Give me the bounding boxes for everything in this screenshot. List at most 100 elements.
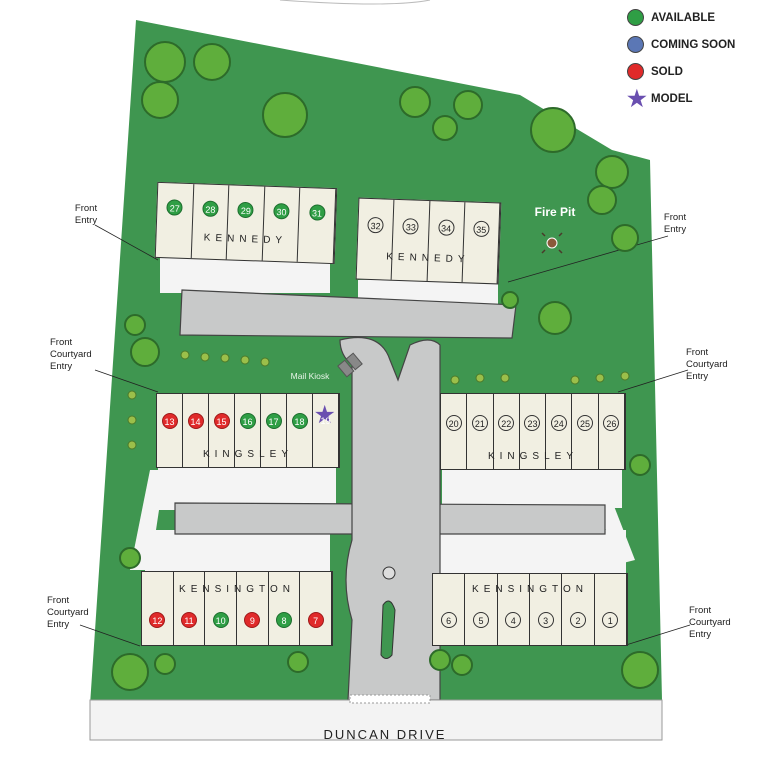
unit-lot[interactable]: 27	[155, 182, 194, 259]
unit-lot[interactable]: 18	[287, 394, 313, 467]
unit-none-marker[interactable]: 25	[577, 415, 594, 431]
unit-number: 1	[607, 616, 613, 626]
unit-none-marker[interactable]: 1	[602, 612, 619, 628]
unit-lot[interactable]: 10	[205, 572, 238, 645]
unit-number: 11	[184, 616, 194, 626]
tree-icon	[587, 185, 617, 215]
unit-lot[interactable]: 29	[226, 185, 266, 261]
unit-lot[interactable]: 20	[441, 394, 468, 469]
unit-none-marker[interactable]: 22	[498, 415, 515, 431]
shrub-icon	[475, 373, 485, 383]
model-star-icon: ★	[627, 86, 647, 111]
shrub-icon	[220, 353, 230, 363]
shrub-icon	[260, 357, 270, 367]
unit-lot[interactable]: 21	[467, 394, 494, 469]
unit-lot[interactable]: 4	[498, 574, 530, 645]
unit-none-marker[interactable]: 6	[440, 612, 457, 628]
unit-available-marker[interactable]: 8	[276, 612, 293, 628]
unit-available-marker[interactable]: 18	[291, 413, 308, 429]
unit-sold-marker[interactable]: 15	[213, 413, 230, 429]
legend-label: COMING SOON	[651, 38, 736, 51]
unit-sold-marker[interactable]: 12	[149, 612, 166, 628]
tree-icon	[451, 654, 473, 676]
unit-none-marker[interactable]: 21	[471, 415, 488, 431]
street-name-label[interactable]: DUNCAN DRIVE	[323, 727, 447, 742]
fire-pit-icon	[541, 232, 563, 254]
unit-available-marker[interactable]: 10	[212, 612, 229, 628]
unit-lot[interactable]: 9	[237, 572, 269, 645]
unit-sold-marker[interactable]: 13	[161, 413, 178, 429]
unit-sold-marker[interactable]: 11	[181, 612, 197, 628]
shrub-icon	[127, 440, 137, 450]
unit-available-marker[interactable]: 30	[273, 202, 290, 220]
unit-lot[interactable]: 34	[427, 201, 466, 283]
unit-none-marker[interactable]: 23	[524, 415, 541, 431]
unit-number: 32	[370, 220, 381, 232]
unit-none-marker[interactable]: 3	[537, 612, 554, 628]
unit-lot[interactable]: 33	[391, 199, 430, 281]
tree-icon	[453, 90, 483, 120]
unit-lot[interactable]: 22	[494, 394, 520, 469]
unit-available-marker[interactable]: 17	[265, 413, 282, 429]
unit-available-marker[interactable]: 27	[166, 199, 184, 216]
unit-lot[interactable]: 24	[546, 394, 573, 469]
tree-icon	[611, 224, 639, 252]
unit-number: 14	[190, 417, 201, 427]
unit-none-marker[interactable]: 35	[473, 220, 490, 238]
unit-lot[interactable]: 14	[183, 394, 209, 467]
unit-available-marker[interactable]: 16	[239, 413, 256, 429]
unit-none-marker[interactable]: 26	[603, 415, 620, 431]
callout-lines	[79, 224, 691, 647]
unit-number: 21	[474, 419, 485, 429]
unit-lot[interactable]: 32	[356, 198, 395, 280]
unit-none-marker[interactable]: 32	[367, 216, 384, 234]
unit-available-marker[interactable]: 28	[202, 200, 219, 218]
unit-lot[interactable]: 3	[530, 574, 563, 645]
unit-lot[interactable]: 23	[520, 394, 547, 469]
front-entry-left-label: Front Entry	[74, 203, 98, 226]
unit-lot[interactable]: 25	[572, 394, 599, 469]
unit-lot[interactable]: 28	[191, 184, 230, 260]
unit-sold-marker[interactable]: 9	[244, 612, 261, 628]
unit-none-marker[interactable]: 34	[437, 219, 455, 236]
unit-sold-marker[interactable]: 7	[307, 612, 324, 628]
tree-icon	[262, 92, 308, 138]
unit-none-marker[interactable]: 24	[550, 415, 567, 431]
shrub-icon	[180, 350, 190, 360]
unit-lot[interactable]: 26	[599, 394, 625, 469]
unit-lot[interactable]: 31	[298, 187, 337, 264]
unit-lot[interactable]: 1	[595, 574, 627, 645]
unit-lot[interactable]: 17	[261, 394, 287, 467]
unit-sold-marker[interactable]: 14	[187, 413, 204, 429]
unit-none-marker[interactable]: 4	[505, 612, 522, 628]
unit-none-marker[interactable]: 33	[402, 218, 420, 235]
unit-number: 8	[281, 616, 287, 626]
unit-lot[interactable]: 15	[209, 394, 235, 467]
unit-number: 7	[313, 616, 319, 626]
unit-none-marker[interactable]: 20	[445, 415, 462, 431]
unit-available-marker[interactable]: 31	[308, 204, 326, 221]
unit-lot[interactable]: 35	[462, 202, 501, 284]
unit-lot[interactable]: 8	[269, 572, 301, 645]
unit-number: 28	[205, 204, 216, 215]
shrub-icon	[595, 373, 605, 383]
unit-lot[interactable]: 30	[262, 186, 301, 262]
unit-lot[interactable]: 7	[300, 572, 333, 645]
unit-lot[interactable]: 19	[313, 394, 339, 467]
unit-lot[interactable]: 12	[142, 572, 174, 645]
unit-lot[interactable]: 13	[157, 394, 183, 467]
tree-icon	[595, 155, 629, 189]
unit-model-marker[interactable]: 19	[314, 407, 336, 429]
unit-none-marker[interactable]: 5	[472, 612, 489, 628]
unit-number: 33	[405, 222, 417, 233]
unit-lot[interactable]: 5	[465, 574, 498, 645]
unit-lot[interactable]: 11	[174, 572, 206, 645]
legend-model: ★MODEL	[627, 85, 735, 112]
unit-lot[interactable]: 2	[562, 574, 595, 645]
unit-lot[interactable]: 6	[433, 574, 466, 645]
unit-lot[interactable]: 16	[235, 394, 261, 467]
unit-none-marker[interactable]: 2	[569, 612, 586, 628]
unit-available-marker[interactable]: 29	[237, 201, 255, 219]
legend: AVAILABLE COMING SOON SOLD ★MODEL	[627, 4, 735, 112]
